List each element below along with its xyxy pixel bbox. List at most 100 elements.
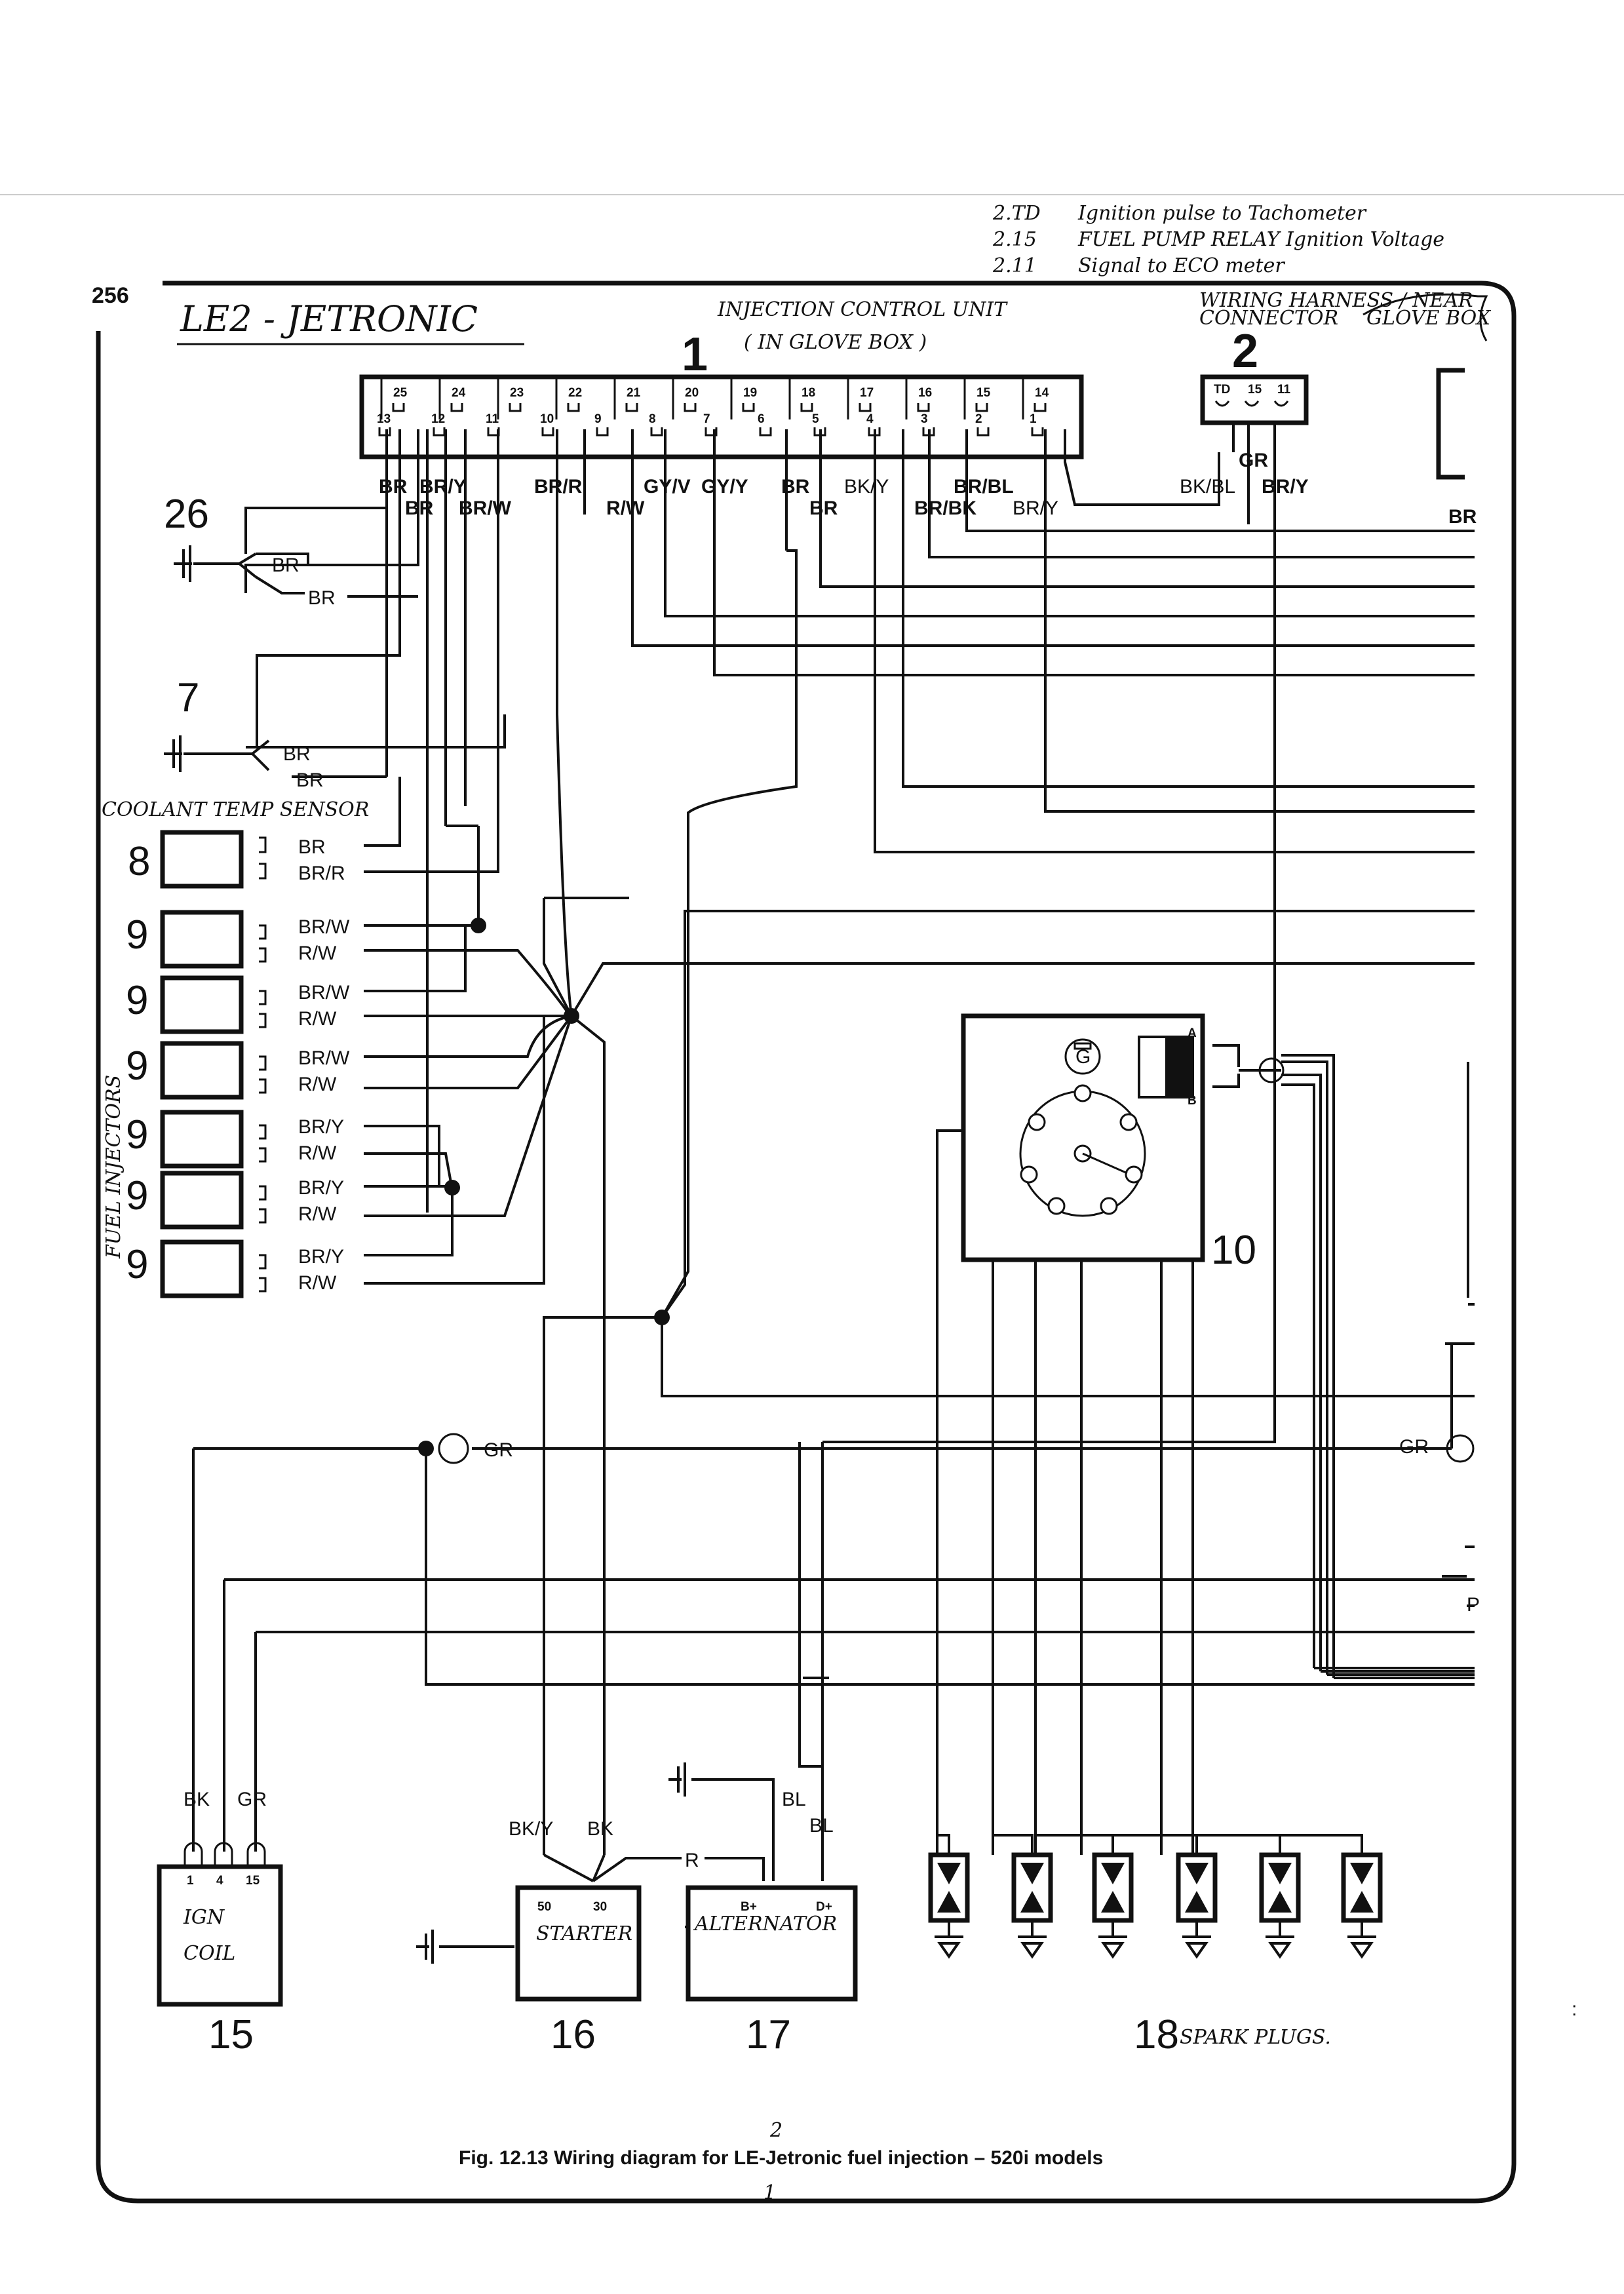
plug-gap-bottom (1268, 1891, 1292, 1913)
wire-bry3 (822, 423, 1276, 1443)
page-number: 256 (92, 283, 129, 308)
component-number: 9 (126, 1242, 148, 1287)
component-26: 26 BR BR (164, 492, 418, 609)
plug-ground (1018, 1920, 1047, 1959)
wire-label: BR/Y (298, 1246, 344, 1268)
shield-circle (1446, 1434, 1475, 1463)
wire-bry2 (1044, 429, 1475, 813)
pin-label: 25 (393, 386, 408, 400)
wire-label: BR/W (298, 982, 350, 1003)
wire-label: BK/Y (509, 1818, 553, 1840)
pin-label: D+ (816, 1900, 832, 1914)
alternator-note: ALTERNATOR (693, 1913, 837, 1935)
plug-wire (1080, 1834, 1198, 1855)
wire-label: R/W (298, 1008, 337, 1030)
injector-box (160, 1239, 244, 1298)
note-text: Signal to ECO meter (1078, 254, 1285, 277)
pin-label: 7 (703, 412, 710, 426)
g-label: G (1075, 1046, 1091, 1068)
pin-label: 6 (758, 412, 765, 426)
component-number: 17 (746, 2012, 791, 2057)
terminal-b: B (1188, 1094, 1197, 1108)
plugs-note: SPARK PLUGS. (1180, 2026, 1331, 2049)
junction (444, 1180, 460, 1196)
wire-ab (1212, 1044, 1240, 1088)
cap-terminal (1020, 1165, 1038, 1184)
wire-8b (364, 695, 499, 873)
wire-gyy (664, 429, 1475, 617)
wire-label: BR (405, 497, 434, 519)
pin-socket (705, 427, 718, 437)
pin-label: 15 (976, 386, 991, 400)
component-8: COOLANT TEMP SENSOR 8 BR BR/R (102, 798, 369, 889)
wire-label: BR/W (298, 1047, 350, 1069)
pin-label: 15 (1248, 383, 1262, 397)
ecu-connector (359, 374, 1084, 459)
wire-label: GR (1399, 1436, 1429, 1458)
spark-plugs-18: 18 SPARK PLUGS. (928, 1834, 1383, 2057)
wire-label: BK (587, 1818, 613, 1840)
fork (184, 739, 270, 771)
pin-label: 1 (1030, 412, 1037, 426)
pin-socket (859, 403, 872, 412)
pin-label: 15 (246, 1874, 260, 1888)
component-number: 9 (126, 1043, 148, 1089)
wire-label: BR (283, 743, 311, 765)
pin-label: 10 (540, 412, 554, 426)
wire-rw-down (570, 1015, 606, 1855)
component-number: 9 (126, 978, 148, 1023)
pin-label: 3 (921, 412, 928, 426)
wire-label: R/W (298, 1074, 337, 1095)
injectors-note: FUEL INJECTORS (102, 1075, 125, 1259)
wire-gr-down (425, 1448, 1475, 1686)
pin-label: TD (1214, 383, 1230, 397)
wire-label: BK (184, 1789, 210, 1810)
component-number: 8 (128, 839, 150, 884)
cap-terminal (1100, 1197, 1118, 1215)
pin-socket (625, 403, 638, 412)
plug-gap-top (1350, 1863, 1374, 1884)
ecu-wire-labels: BR BR/Y BR/R GY/V GY/Y BR BK/Y BR/BL BR … (379, 450, 1309, 519)
wire-pin6 (713, 429, 1475, 676)
pin-label: 9 (594, 412, 602, 426)
wire-label: BR (781, 476, 810, 497)
wire-label: R/W (298, 1203, 337, 1225)
plug-gap-bottom (1350, 1891, 1374, 1913)
notes: 2.TD Ignition pulse to Tachometer 2.15 F… (992, 202, 1444, 277)
note-text: Ignition pulse to Tachometer (1077, 202, 1367, 225)
plug-gap-top (1020, 1863, 1044, 1884)
starter-note: STARTER (536, 1922, 632, 1945)
pin-label: 2 (975, 412, 982, 426)
wire-pin3 (902, 429, 1475, 788)
ecu-note: ( IN GLOVE BOX ) (744, 331, 927, 354)
wire-label: R/W (298, 1142, 337, 1164)
wire-label: BR/W (298, 916, 350, 938)
pin-label: 4 (216, 1874, 223, 1888)
cap-terminal (1073, 1084, 1092, 1102)
plug-gap-top (1101, 1863, 1125, 1884)
pin-label: 20 (685, 386, 699, 400)
pin-socket (975, 403, 988, 412)
wire-bk-end (592, 1854, 606, 1882)
cap-terminal (1119, 1113, 1138, 1131)
wire-label: BR/R (298, 863, 345, 884)
sensor-pins (259, 836, 267, 880)
pin-label: 16 (918, 386, 932, 400)
wire-label: BR/Y (298, 1116, 344, 1138)
rotor (1082, 1152, 1128, 1175)
junction (418, 1441, 434, 1456)
component-number: 16 (551, 2012, 596, 2057)
pin-socket (392, 403, 405, 412)
wire-8 (364, 777, 401, 847)
wire-dist-plugs (992, 1124, 1194, 1855)
wire-label: GR (484, 1439, 513, 1461)
wire-inj3 (364, 1015, 572, 1058)
connector2-number: 2 (1232, 325, 1258, 378)
coil-wires (192, 1806, 257, 1852)
plug-gap-bottom (1020, 1891, 1044, 1913)
ign-coil-15: BK GR 1 4 15 IGN COIL 15 (157, 1789, 283, 2057)
terminal-a: A (1188, 1026, 1197, 1040)
pin-label: 1 (187, 1874, 194, 1888)
pin-label: 23 (510, 386, 524, 400)
